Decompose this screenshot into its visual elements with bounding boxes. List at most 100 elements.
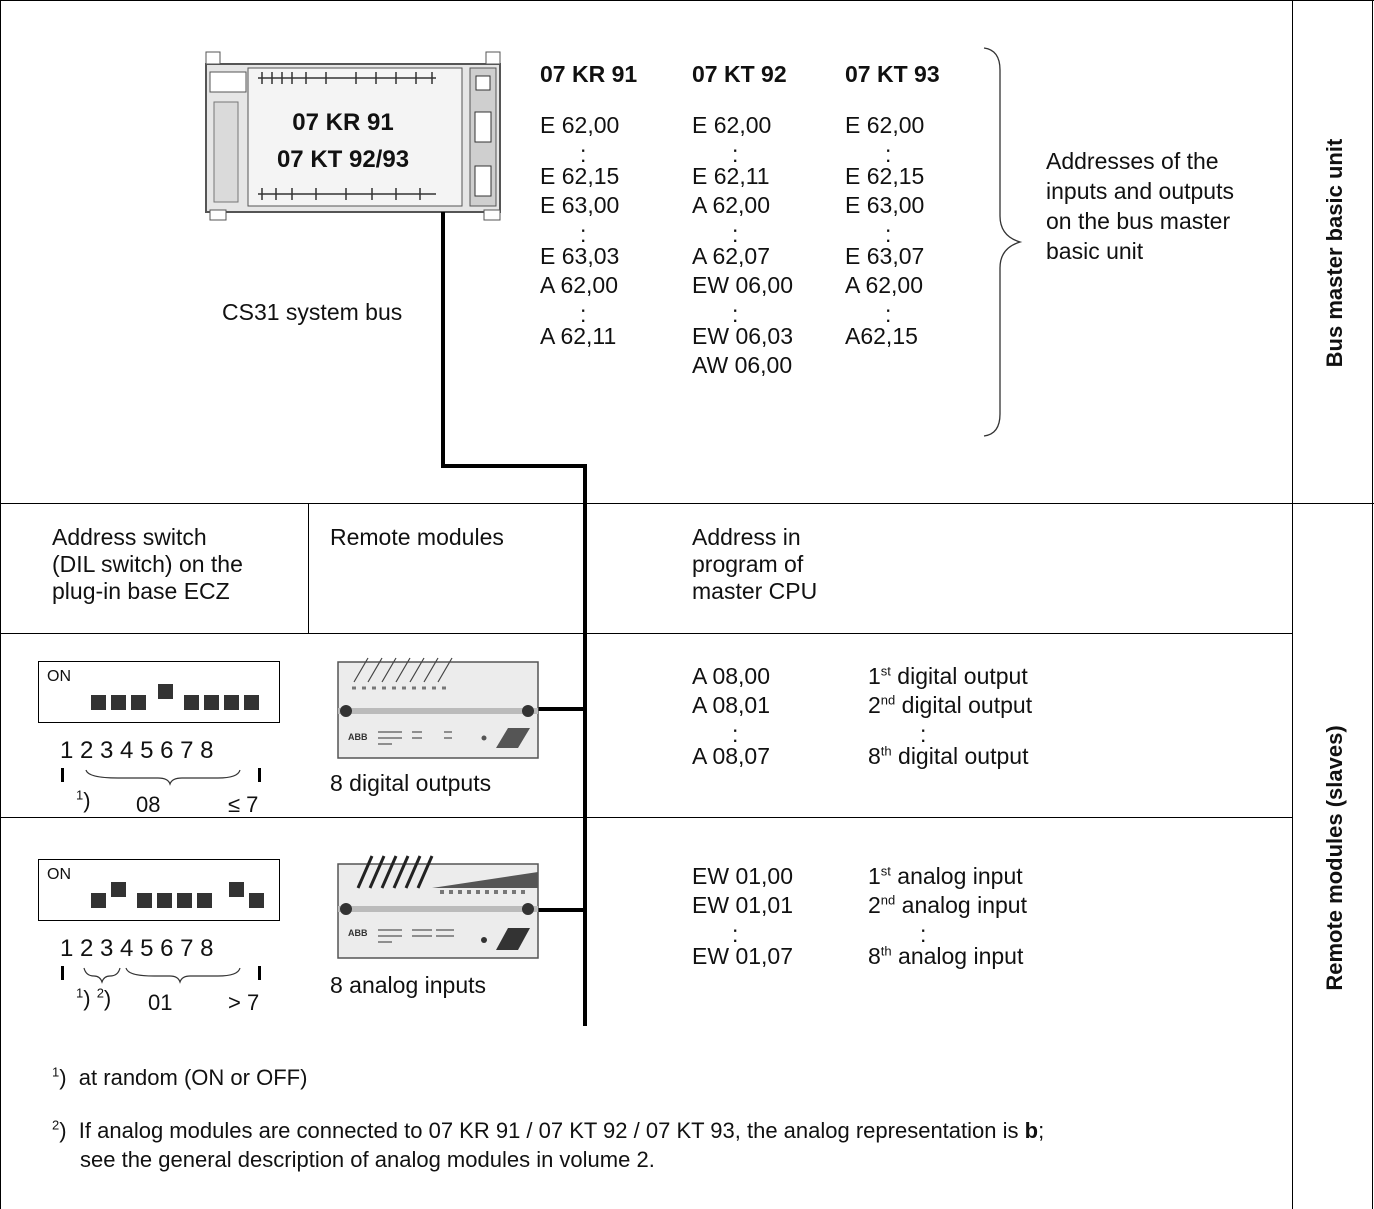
bracket-note-digital: 1) (76, 787, 91, 813)
header-col-divider (308, 503, 309, 633)
dip-lever-1 (91, 695, 106, 710)
header-divider (0, 633, 1292, 634)
bus-branch-digital (534, 707, 587, 711)
svg-text:ABB: ABB (348, 732, 368, 742)
brace-note: Addresses of the inputs and outputs on t… (1046, 148, 1234, 264)
dip-lever-1 (91, 893, 106, 908)
dip-lever-5 (184, 695, 199, 710)
ordinal-number: 2 (868, 892, 881, 918)
bracket-note-mark: 1 (76, 787, 84, 803)
address-entry: A 62,00 (540, 272, 619, 298)
address-entry: : (732, 141, 739, 167)
footnote-2: 2) If analog modules are connected to 07… (52, 1117, 1045, 1143)
dip-lever-6 (204, 695, 219, 710)
slave-address: A 08,07 (692, 743, 771, 769)
address-entry: E 62,00 (692, 112, 772, 138)
master-device-image (205, 51, 501, 221)
address-entry: : (732, 301, 739, 327)
bus-branch-analog (534, 908, 587, 912)
address-entry: : (885, 141, 892, 167)
dip-lever-7 (229, 882, 244, 897)
slave-address: A 08,00 (692, 663, 771, 689)
address-entry: : (732, 221, 739, 247)
bus-line-vertical-2 (583, 464, 587, 1026)
description-text: analog input (891, 943, 1024, 969)
bracket-cond-analog: > 7 (228, 990, 260, 1015)
address-brace (983, 47, 1023, 437)
col-header-kr91: 07 KR 91 (540, 61, 638, 87)
footnote-2-bold: b (1024, 1118, 1039, 1143)
address-entry: A 62,00 (692, 192, 771, 218)
slave-description: 8th digital output (868, 742, 1028, 771)
col-header-kt93: 07 KT 93 (845, 61, 940, 87)
dip-lever-8 (244, 695, 259, 710)
bracket-cond-digital: ≤ 7 (228, 792, 259, 817)
address-entry: : (580, 301, 587, 327)
side-label-slaves: Remote modules (slaves) (1322, 725, 1347, 991)
section-divider (0, 503, 1374, 504)
address-entry: E 63,00 (540, 192, 620, 218)
bus-line-horizontal (441, 464, 587, 468)
switch-numbers-digital: 1 2 3 4 5 6 7 8 (60, 737, 214, 764)
frame-right (1372, 0, 1373, 1209)
description-text: analog input (890, 863, 1023, 889)
address-entry: EW 06,03 (692, 323, 793, 349)
switch-bracket-analog (61, 966, 261, 984)
ordinal-suffix: st (880, 663, 891, 679)
device-label-line2: 07 KT 92/93 (276, 146, 410, 173)
col-header-kt92: 07 KT 92 (692, 61, 787, 87)
address-entry: A62,15 (845, 323, 918, 349)
slave-address: EW 01,00 (692, 863, 793, 889)
description-text: digital output (895, 692, 1033, 718)
module-label-analog: 8 analog inputs (330, 972, 487, 998)
ordinal-number: 1 (868, 863, 881, 889)
bracket-note-mark-1: 1 (76, 985, 84, 1001)
description-text: digital output (891, 743, 1029, 769)
ordinal-number: 2 (868, 692, 881, 718)
slave-description: 1st analog input (868, 862, 1023, 891)
address-entry: EW 06,00 (692, 272, 793, 298)
address-entry: : (885, 221, 892, 247)
digital-output-module-image: ABB (337, 657, 539, 759)
bus-label: CS31 system bus (222, 299, 403, 325)
dip-on-label: ON (47, 668, 71, 685)
dip-lever-2 (111, 695, 126, 710)
footnote-2-end: ; (1038, 1118, 1045, 1143)
address-entry: A 62,11 (540, 323, 617, 349)
slave-description: : (920, 721, 927, 747)
description-text: analog input (895, 892, 1027, 918)
dip-lever-8 (249, 893, 264, 908)
slave-address: : (732, 721, 739, 747)
row-divider (0, 817, 1292, 818)
ordinal-number: 8 (868, 943, 881, 969)
address-entry: E 62,15 (540, 163, 620, 189)
switch-bracket-digital (61, 768, 261, 786)
footnote-2-line2: see the general description of analog mo… (80, 1147, 655, 1172)
header-modules: Remote modules (330, 524, 504, 550)
address-entry: E 62,00 (540, 112, 620, 138)
ordinal-suffix: th (880, 743, 892, 759)
dip-on-label: ON (47, 866, 71, 883)
bus-line-vertical-1 (441, 212, 445, 468)
header-switch: Address switch (DIL switch) on the plug-… (52, 524, 243, 604)
side-label-master: Bus master basic unit (1322, 138, 1347, 368)
address-entry: E 62,11 (692, 163, 770, 189)
ordinal-suffix: nd (880, 692, 896, 708)
ordinal-suffix: nd (880, 892, 896, 908)
bracket-notes-analog: 1) 2) (76, 985, 112, 1011)
footnote-2-text: If analog modules are connected to 07 KR… (78, 1118, 1025, 1143)
dip-switch-analog: ON (38, 859, 280, 921)
slave-description: 2nd analog input (868, 891, 1027, 920)
slave-description: 1st digital output (868, 662, 1028, 691)
footnote-2-mark: 2 (52, 1117, 60, 1133)
dip-lever-5 (177, 893, 192, 908)
ordinal-number: 1 (868, 663, 881, 689)
slave-description: 2nd digital output (868, 691, 1032, 720)
ordinal-number: 8 (868, 743, 881, 769)
frame-top (0, 0, 1374, 1)
bracket-value-digital: 08 (136, 792, 161, 817)
slave-address: EW 01,07 (692, 943, 793, 969)
address-entry: E 63,07 (845, 243, 925, 269)
bracket-note-mark-2: 2 (96, 985, 104, 1001)
dip-lever-4 (157, 893, 172, 908)
